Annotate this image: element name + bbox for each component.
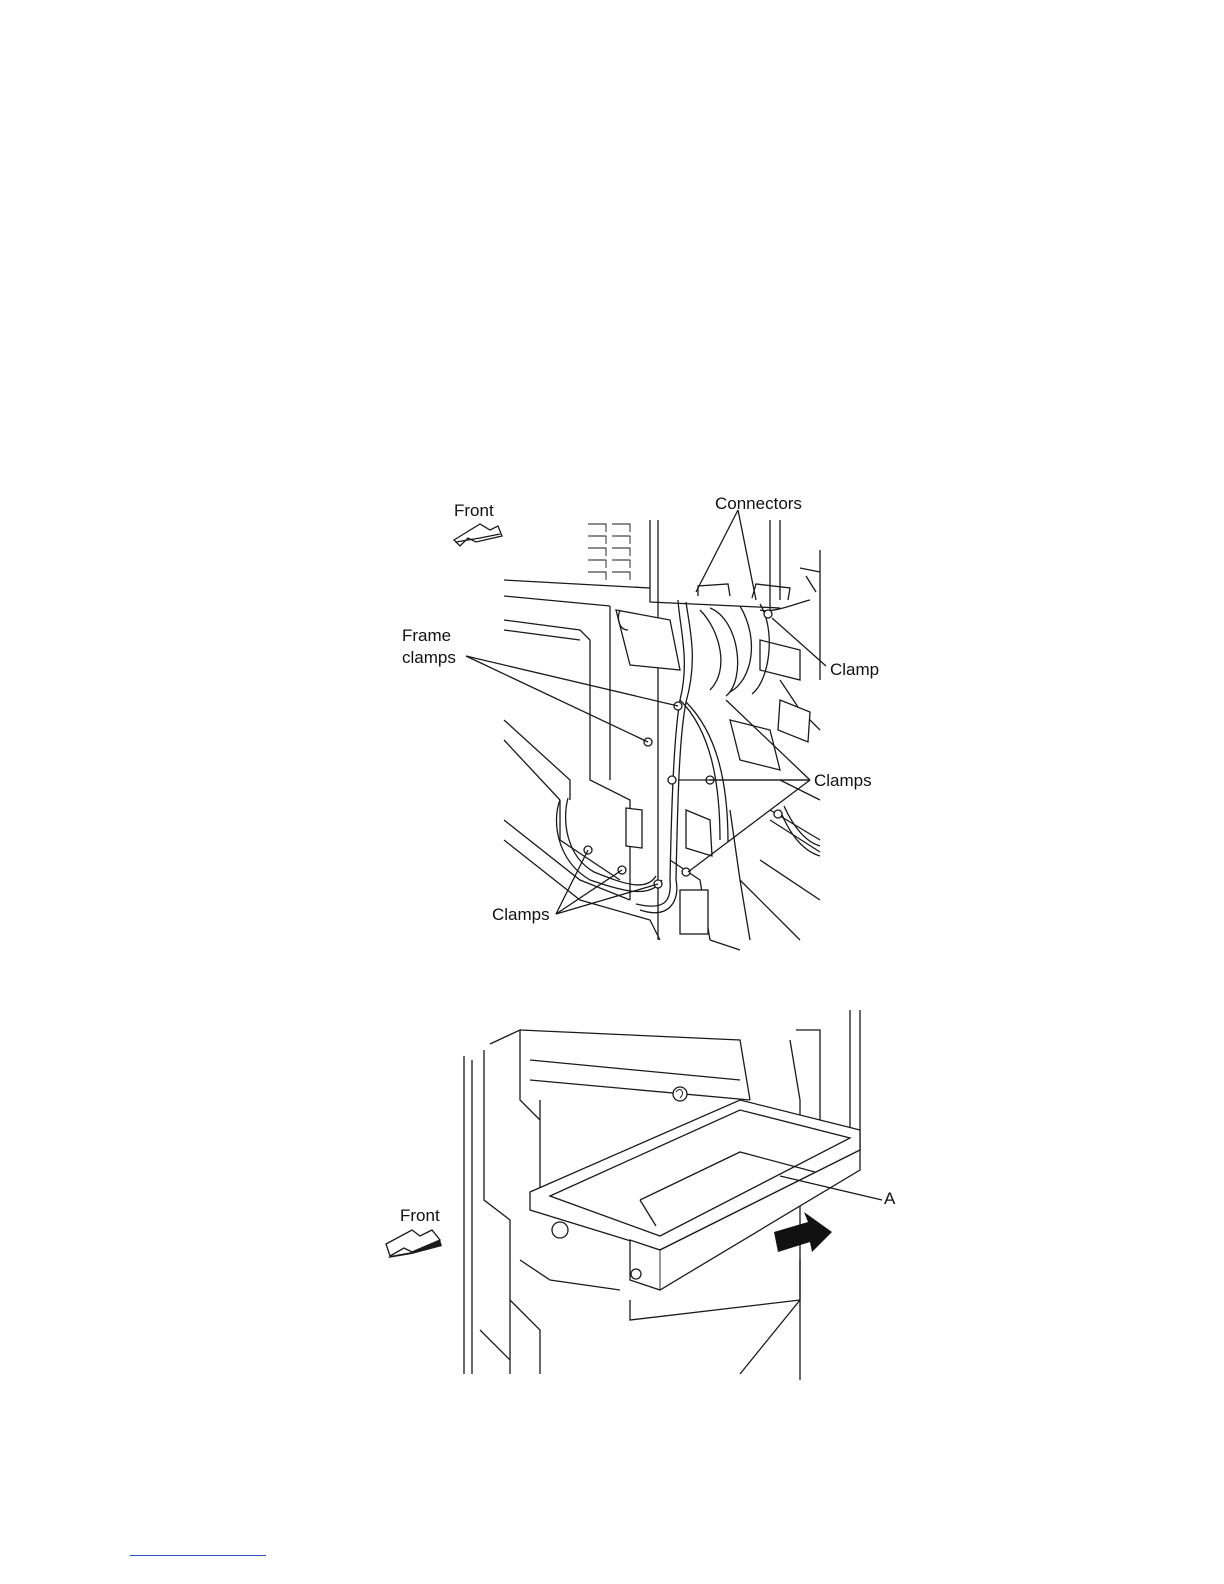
part-a-drawing [360, 1000, 920, 1380]
front-arrow-icon [454, 524, 502, 546]
connectors-label: Connectors [715, 495, 802, 512]
part-a-tray [530, 1087, 860, 1290]
vent-slots [588, 524, 630, 580]
clamps-right-label: Clamps [814, 772, 872, 789]
pull-direction-arrow-icon [774, 1212, 832, 1252]
front-arrow-icon [386, 1230, 442, 1258]
frame-clamps-label-line2: clamps [402, 649, 456, 666]
clamps-bottom-label: Clamps [492, 906, 550, 923]
front-label: Front [400, 1207, 440, 1224]
bracket-blocks [616, 610, 810, 934]
part-a-removal-figure: Front A [360, 1000, 920, 1380]
part-a-label: A [884, 1190, 895, 1207]
clamp-label: Clamp [830, 661, 879, 678]
frame-clamps-label-line1: Frame [402, 627, 451, 644]
harness-clamps-figure: Front Connectors Frame clamps Clamp Clam… [380, 480, 900, 960]
harness-drawing [380, 480, 900, 960]
footer-link-underline[interactable] [130, 1555, 266, 1556]
front-label: Front [454, 502, 494, 519]
